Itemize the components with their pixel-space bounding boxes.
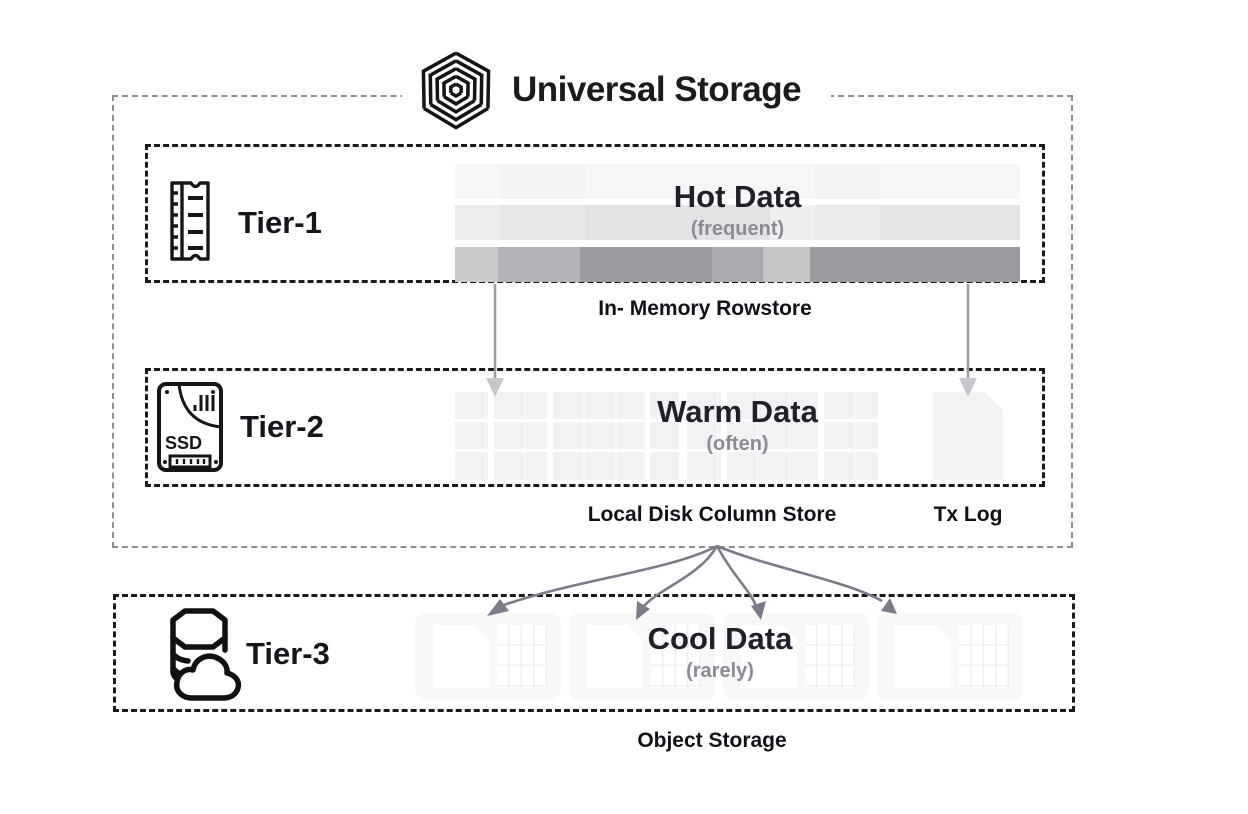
warm-data-title: Warm Data [657, 394, 818, 429]
object-storage-caption: Object Storage [637, 729, 787, 752]
column-store-caption: Local Disk Column Store [587, 503, 837, 526]
hot-data-subtitle: (frequent) [690, 218, 785, 241]
hot-data-cell [455, 247, 498, 282]
hot-data-cell [455, 205, 500, 240]
logo-face-left [421, 51, 457, 109]
document-shape [741, 625, 797, 688]
warm-data-subtitle: (often) [706, 433, 769, 456]
tier1-label: Tier-1 [238, 205, 322, 240]
database-cloud-icon [170, 608, 242, 701]
cool-data-card [569, 613, 715, 700]
cool-data-subtitle: (rarely) [686, 660, 754, 683]
warm-data-block [455, 392, 488, 480]
hot-data-cell [880, 205, 1020, 240]
hot-data-cell [500, 164, 585, 199]
warm-data-block [553, 392, 645, 480]
hot-data-cell [500, 205, 585, 240]
hot-data-cell [580, 247, 712, 282]
warm-data-blocks [455, 392, 1015, 480]
hot-data-row [455, 247, 1020, 282]
tier3-label: Tier-3 [246, 636, 330, 671]
cool-data-card [723, 613, 869, 700]
cool-data-card [877, 613, 1023, 700]
fan-arrow-4 [716, 544, 883, 603]
cool-data-text: Cool Data (rarely) [415, 621, 1025, 683]
hot-data-row [455, 164, 1020, 199]
warm-data-block [687, 392, 721, 480]
logo-face-bottom [423, 91, 489, 130]
hot-data-cell [585, 205, 770, 240]
ssd-icon: SSD [157, 382, 223, 472]
warm-data-block [824, 392, 878, 480]
document-shape [895, 625, 951, 688]
grid-shape [959, 625, 1009, 688]
warm-data-block [727, 392, 818, 480]
hexagon-stripes-logo [421, 51, 491, 130]
hot-data-cell [880, 164, 1020, 199]
header: Universal Storage [402, 42, 832, 138]
hot-data-cell [585, 164, 815, 199]
hot-data-text: Hot Data (frequent) [455, 179, 1020, 241]
warm-data-block [650, 392, 679, 480]
hot-data-cell [763, 247, 810, 282]
hot-data-cell [455, 164, 500, 199]
hot-data-cell [712, 247, 763, 282]
cool-data-cards [415, 613, 1025, 700]
page-title: Universal Storage [512, 70, 802, 109]
logo-face-right [455, 51, 491, 109]
hot-data-cell [815, 164, 880, 199]
grid-shape [805, 625, 855, 688]
grid-shape [497, 625, 547, 688]
tx-log-caption: Tx Log [933, 503, 1003, 526]
ram-icon [170, 181, 210, 261]
ssd-icon-text: SSD [165, 433, 202, 453]
rowstore-caption: In- Memory Rowstore [598, 297, 812, 320]
hot-data-row [455, 205, 1020, 240]
document-shape [433, 625, 489, 688]
grid-shape [651, 625, 701, 688]
tx-log-block [933, 392, 1003, 480]
hot-data-title: Hot Data [673, 179, 802, 214]
tier2-label: Tier-2 [240, 409, 324, 444]
document-shape [587, 625, 643, 688]
warm-data-block [494, 392, 547, 480]
hot-data-rows [455, 164, 1020, 282]
warm-data-text: Warm Data (often) [455, 394, 1020, 456]
cool-data-title: Cool Data [647, 621, 793, 656]
hot-data-cell [810, 247, 1020, 282]
cool-data-card [415, 613, 561, 700]
hot-data-cell [815, 205, 880, 240]
tier2-box [145, 368, 1045, 487]
hot-data-cell [498, 247, 580, 282]
hot-data-cell [770, 205, 815, 240]
